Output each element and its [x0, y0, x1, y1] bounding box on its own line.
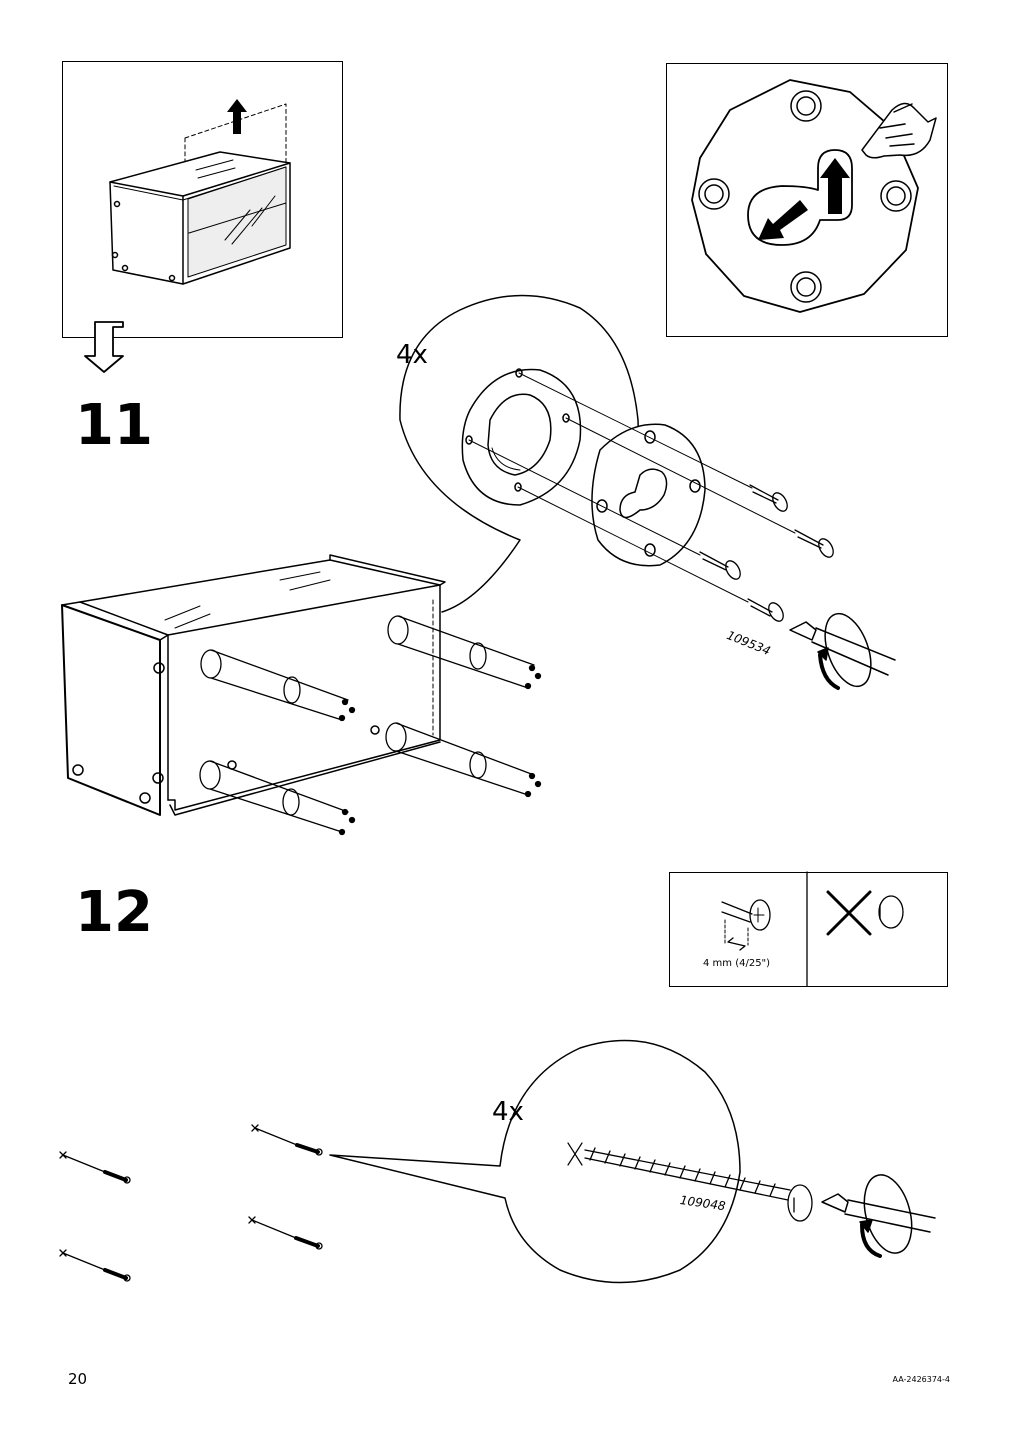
screwdriver-icon — [821, 1174, 936, 1258]
arrow-up-icon — [227, 99, 247, 134]
cabinet-illustration — [61, 554, 446, 816]
screw — [749, 484, 788, 512]
screw — [747, 598, 784, 622]
screwdriver-icon — [789, 612, 896, 690]
wall-screw — [248, 1216, 323, 1250]
mounting-rail — [385, 722, 542, 798]
keyhole-disc — [591, 423, 706, 567]
prev-step-thumbnail-frame — [62, 61, 343, 338]
arrow-down-left-icon — [758, 200, 808, 240]
incorrect-cross-icon — [826, 890, 872, 936]
screw-gap-info-box — [669, 872, 948, 987]
keyhole-plate-detail — [691, 79, 937, 313]
arrow-down-outline-icon — [84, 321, 124, 373]
hand-press-icon — [861, 102, 937, 159]
mounting-rail — [387, 615, 542, 690]
document-code: AA-2426374-4 — [892, 1375, 950, 1384]
long-wood-screw — [567, 1142, 813, 1222]
screw-gap-label: 4 mm (4/25") — [703, 958, 771, 969]
screw-with-gap-icon — [721, 899, 771, 951]
step12-zoom-bubble — [329, 1039, 936, 1284]
wall-screw — [59, 1249, 131, 1282]
mounting-rail — [199, 760, 356, 836]
step11-zoom-bubble — [399, 294, 896, 690]
screw — [794, 529, 834, 558]
screw-head-icon — [878, 895, 904, 929]
page-number: 20 — [68, 1370, 88, 1388]
keyhole-detail-frame — [666, 63, 948, 337]
step-number-11: 11 — [75, 393, 153, 458]
quantity-label: 4x — [396, 340, 428, 370]
spacer-ring — [461, 368, 582, 506]
arrow-up-icon — [820, 158, 850, 214]
screw — [699, 551, 741, 580]
wall-screw — [59, 1151, 131, 1184]
mounting-rail — [200, 649, 356, 722]
quantity-label: 4x — [492, 1097, 524, 1127]
wall-screw — [251, 1124, 323, 1156]
thumbnail-cabinet-illustration — [109, 99, 291, 285]
step-number-12: 12 — [75, 880, 153, 945]
